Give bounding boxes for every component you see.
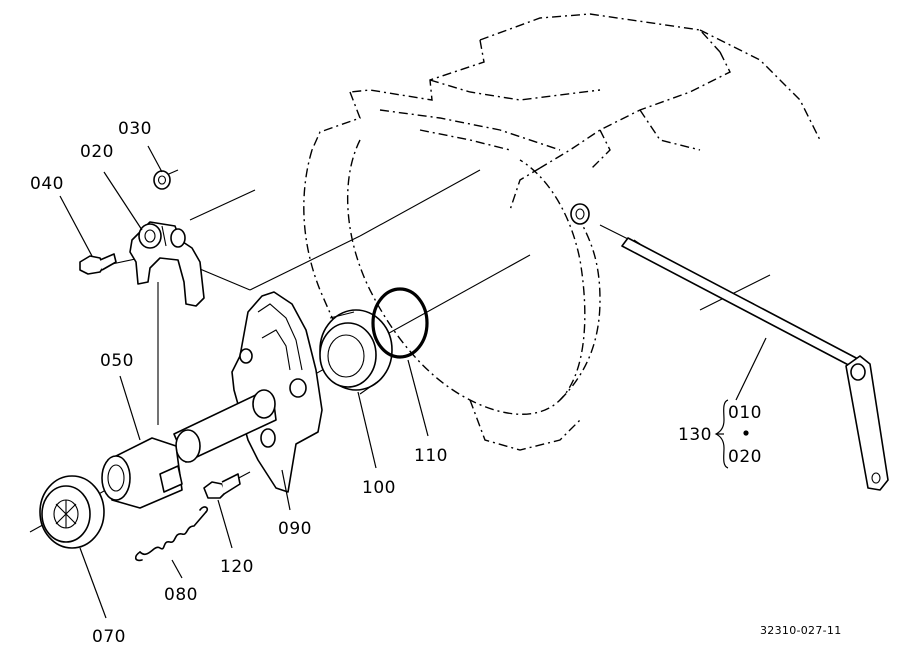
- label-040: 040: [30, 174, 64, 194]
- bearing-holder: [173, 291, 323, 493]
- label-020: 020: [80, 142, 114, 162]
- label-130-010: 010: [728, 403, 762, 423]
- leader-lines: [59, 145, 767, 619]
- label-130-020: 020: [728, 447, 762, 467]
- holder-bolt: [203, 473, 241, 499]
- label-030: 030: [118, 119, 152, 139]
- drawing-reference: 32310-027-11: [760, 624, 842, 637]
- release-bearing: [39, 475, 105, 549]
- transmission-housing: [303, 13, 821, 451]
- label-070: 070: [92, 627, 126, 647]
- label-100: 100: [362, 478, 396, 498]
- washer: [153, 170, 171, 190]
- label-090: 090: [278, 519, 312, 539]
- release-shaft: [570, 203, 889, 491]
- release-fork: [129, 221, 205, 307]
- release-hub: [101, 437, 183, 509]
- label-130: 130: [678, 425, 712, 445]
- label-110: 110: [414, 446, 448, 466]
- oil-seal: [319, 309, 393, 395]
- return-spring: [134, 506, 209, 562]
- label-050: 050: [100, 351, 134, 371]
- label-120: 120: [220, 557, 254, 577]
- o-ring: [371, 287, 429, 359]
- part-labels: 030 020 040 050 070 080 090 100 110 120 …: [30, 119, 842, 647]
- fork-bolt: [79, 253, 117, 275]
- group-bracket-130: [714, 399, 749, 469]
- label-080: 080: [164, 585, 198, 605]
